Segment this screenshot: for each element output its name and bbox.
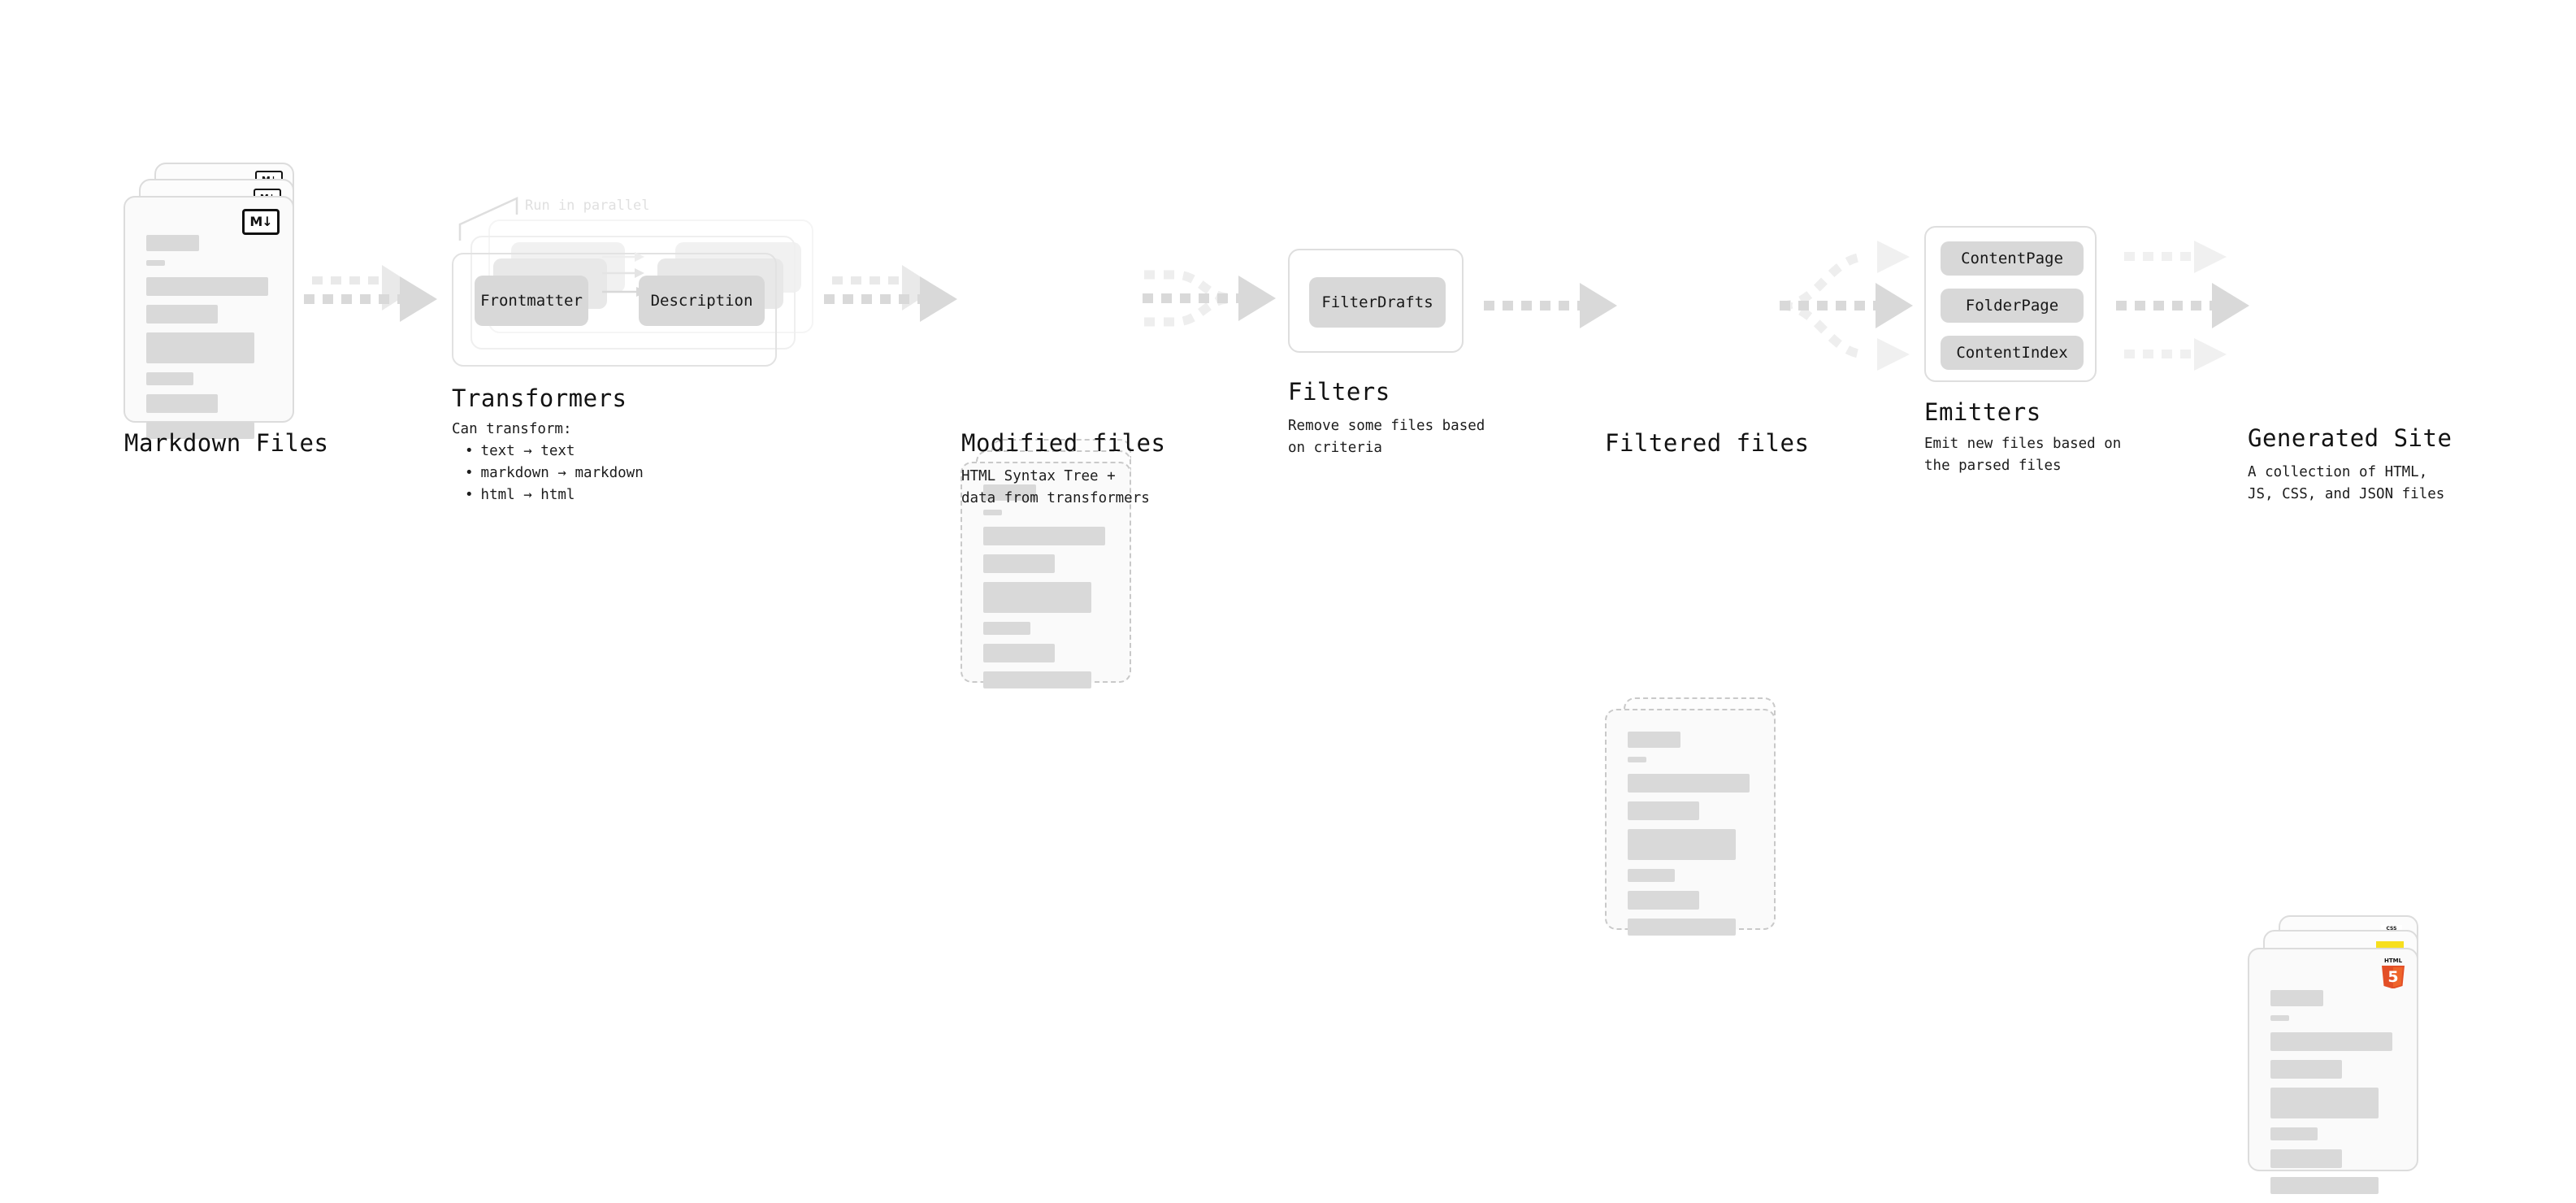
skeleton-line <box>2270 1015 2289 1021</box>
skeleton-line <box>146 332 254 363</box>
skeleton-line <box>983 554 1055 573</box>
card-skeleton-body <box>1628 732 1756 945</box>
markdown-badge-icon: M↓ <box>242 209 280 235</box>
modified-files-card-stack <box>961 439 1147 691</box>
filtered-files-title: Filtered files <box>1605 429 1810 457</box>
generated-site-caption: A collection of HTML, JS, CSS, and JSON … <box>2248 462 2444 506</box>
skeleton-line <box>146 422 254 439</box>
caption-line: A collection of HTML, <box>2248 464 2428 480</box>
transformers-bullet: html → html <box>465 484 644 506</box>
skeleton-line <box>2270 1032 2392 1051</box>
skeleton-line <box>2270 990 2323 1006</box>
skeleton-line <box>1628 829 1736 860</box>
skeleton-line <box>983 510 1002 515</box>
emitters-group-box: ContentPage FolderPage ContentIndex <box>1924 226 2097 382</box>
skeleton-line <box>983 582 1091 613</box>
skeleton-line <box>146 235 199 251</box>
filtered-card-front <box>1605 709 1776 936</box>
transformers-title: Transformers <box>452 384 627 412</box>
filters-group-box: FilterDrafts <box>1288 249 1464 353</box>
transformers-group-stack: Frontmatter Description <box>452 219 826 382</box>
transformers-bullet-list: text → text markdown → markdown html → h… <box>452 441 644 506</box>
skeleton-line <box>2270 1088 2379 1118</box>
transformer-chip-frontmatter[interactable]: Frontmatter <box>475 276 588 326</box>
card-skeleton-body <box>983 484 1112 697</box>
arrow-filtered-to-emitters <box>1780 241 1913 371</box>
skeleton-line <box>1628 919 1736 936</box>
html5-badge-icon: HTML 5 <box>2379 956 2407 989</box>
markdown-files-card-stack: M↓ M↓ M↓ <box>124 163 310 439</box>
emitter-chip-folderpage[interactable]: FolderPage <box>1941 289 2084 323</box>
skeleton-line <box>1628 774 1750 793</box>
filter-chip-filterdrafts[interactable]: FilterDrafts <box>1309 277 1446 328</box>
card-skeleton-body <box>146 235 275 448</box>
skeleton-line <box>1628 732 1680 748</box>
arrow-transformers-to-modified <box>824 265 957 322</box>
emitters-caption: Emit new files based on the parsed files <box>1924 433 2121 477</box>
caption-line: on criteria <box>1288 440 1382 457</box>
svg-text:5: 5 <box>2387 968 2398 986</box>
arrow-emitters-to-site <box>2116 241 2249 371</box>
transformers-bullet: markdown → markdown <box>465 463 644 484</box>
emitters-title: Emitters <box>1924 398 2041 426</box>
skeleton-line <box>983 527 1105 545</box>
skeleton-line <box>2270 1149 2342 1168</box>
skeleton-line <box>146 260 165 266</box>
modified-card-front <box>961 462 1131 688</box>
transformer-group-front: Frontmatter Description <box>452 253 777 367</box>
transformer-internal-arrows <box>602 252 648 297</box>
skeleton-line <box>1628 801 1699 820</box>
svg-text:HTML: HTML <box>2384 958 2403 964</box>
filtered-files-card-stack <box>1605 697 1792 941</box>
generated-site-card-stack: CSS HTML 5 <box>2248 915 2443 1194</box>
caption-line: Emit new files based on <box>1924 436 2122 452</box>
skeleton-line <box>2270 1127 2318 1140</box>
diagram-canvas: M↓ M↓ M↓ Markdown Files <box>0 0 2576 681</box>
run-in-parallel-bracket <box>458 197 518 241</box>
emitter-chip-contentindex[interactable]: ContentIndex <box>1941 336 2084 370</box>
arrow-markdown-to-transformers <box>304 265 437 322</box>
skeleton-line <box>146 305 218 324</box>
skeleton-line <box>1628 869 1675 882</box>
caption-line: JS, CSS, and JSON files <box>2248 486 2445 503</box>
skeleton-line <box>146 372 193 385</box>
skeleton-line <box>983 484 1036 501</box>
skeleton-line <box>1628 891 1699 910</box>
caption-line: Remove some files based <box>1288 418 1485 434</box>
transformers-bullet: text → text <box>465 441 644 463</box>
caption-line: data from transformers <box>961 490 1150 507</box>
run-in-parallel-annotation: Run in parallel <box>525 198 650 214</box>
generated-card-front: HTML 5 <box>2248 948 2418 1194</box>
card-skeleton-body <box>2270 990 2399 1203</box>
skeleton-line <box>2270 1060 2342 1079</box>
skeleton-line <box>983 644 1055 662</box>
emitter-chip-contentpage[interactable]: ContentPage <box>1941 241 2084 276</box>
skeleton-line <box>2270 1177 2379 1194</box>
modified-files-caption: HTML Syntax Tree + data from transformer… <box>961 466 1150 510</box>
markdown-card-front: M↓ <box>124 196 294 439</box>
transformers-caption: Can transform: text → text markdown → ma… <box>452 419 644 507</box>
caption-line: HTML Syntax Tree + <box>961 468 1116 484</box>
filters-caption: Remove some files based on criteria <box>1288 415 1485 459</box>
skeleton-line <box>146 394 218 413</box>
arrow-modified-to-filters <box>1143 270 1276 327</box>
skeleton-line <box>983 622 1030 635</box>
arrow-filters-to-filtered <box>1484 283 1617 328</box>
generated-site-title: Generated Site <box>2248 424 2452 452</box>
skeleton-line <box>983 671 1091 688</box>
skeleton-line <box>146 277 268 296</box>
transformers-caption-heading: Can transform: <box>452 421 572 437</box>
skeleton-line <box>1628 757 1646 762</box>
modified-files-title: Modified files <box>961 429 1166 457</box>
transformer-chip-description[interactable]: Description <box>639 276 765 326</box>
filters-title: Filters <box>1288 378 1390 406</box>
caption-line: the parsed files <box>1924 458 2062 475</box>
markdown-files-title: Markdown Files <box>124 429 329 457</box>
